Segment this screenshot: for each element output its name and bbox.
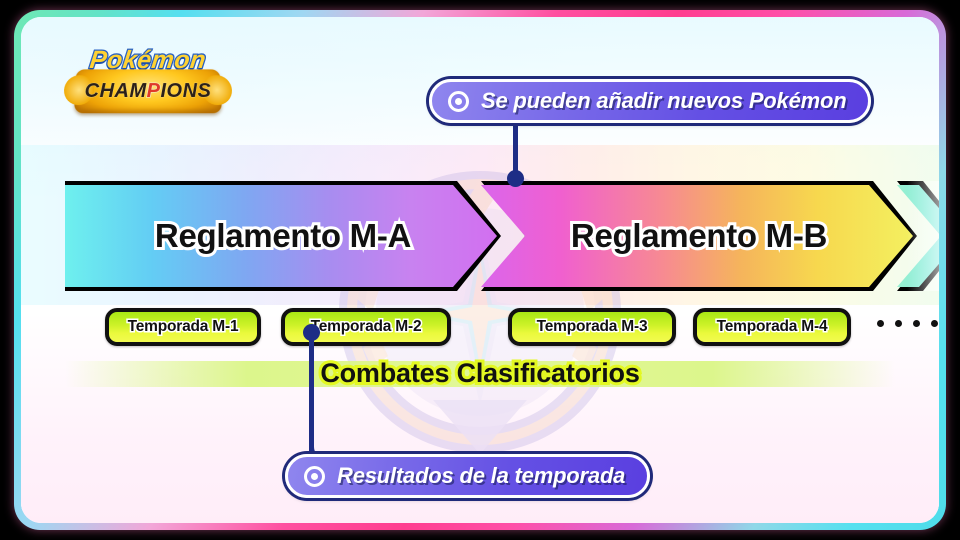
- continuation-dot: [931, 320, 938, 327]
- connector-line-bottom: [309, 329, 314, 461]
- season-label-m4: Temporada M-4: [715, 317, 829, 337]
- callout-season-results[interactable]: Resultados de la temporada: [285, 454, 651, 498]
- season-badge-m1[interactable]: Temporada M-1: [105, 308, 261, 346]
- connector-dot-top: [507, 170, 524, 187]
- continuation-dot: [895, 320, 902, 327]
- season-badge-m3[interactable]: Temporada M-3: [508, 308, 676, 346]
- target-icon: [304, 465, 325, 487]
- continuation-dot: [877, 320, 884, 327]
- ranked-battles-strip: [65, 361, 895, 387]
- logo-champions-text: CHAMPIONS: [84, 79, 212, 103]
- season-label-m2: Temporada M-2: [309, 317, 423, 337]
- neon-frame: Pokémon CHAMPIONS Reglamento M-A: [14, 10, 946, 530]
- logo-champions-part-2: P: [146, 79, 162, 103]
- target-icon: [448, 90, 469, 112]
- card-surface: Pokémon CHAMPIONS Reglamento M-A: [21, 17, 939, 523]
- connector-line-top: [513, 123, 518, 179]
- rule-label-mb: Reglamento M-B: [568, 214, 830, 257]
- season-label-m3: Temporada M-3: [535, 317, 649, 337]
- connector-dot-bottom: [303, 324, 320, 341]
- rules-timeline: Reglamento M-A Reglamento M-B: [21, 181, 939, 291]
- callout-new-pokemon[interactable]: Se pueden añadir nuevos Pokémon: [429, 79, 872, 123]
- rule-chevron-mb-fill: [481, 185, 913, 287]
- season-label-m1: Temporada M-1: [126, 317, 240, 337]
- ranked-battles-label: Combates Clasificatorios: [317, 355, 642, 391]
- rule-chevron-ma[interactable]: Reglamento M-A: [65, 181, 501, 291]
- rule-label-ma: Reglamento M-A: [152, 214, 414, 257]
- logo-champions-part-3: IONS: [160, 79, 212, 102]
- rule-chevron-mb[interactable]: Reglamento M-B: [481, 181, 917, 291]
- season-badge-row: Temporada M-1 Temporada M-2 Temporada M-…: [21, 308, 939, 346]
- logo-champions-part-1: CHAM: [84, 79, 147, 102]
- rule-chevron-ma-fill: [65, 185, 497, 287]
- rule-chevron-mb-inner: [481, 185, 913, 287]
- continuation-dot: [913, 320, 920, 327]
- rule-chevron-next: [897, 181, 939, 291]
- continuation-dots: [877, 320, 938, 327]
- rule-chevron-ma-inner: [65, 185, 497, 287]
- rule-chevron-fade: [907, 181, 939, 291]
- callout-new-pokemon-label: Se pueden añadir nuevos Pokémon: [481, 88, 847, 113]
- season-badge-m4[interactable]: Temporada M-4: [693, 308, 851, 346]
- logo-champions-plate: CHAMPIONS: [73, 69, 223, 114]
- callout-season-results-label: Resultados de la temporada: [337, 463, 626, 488]
- pokemon-champions-logo: Pokémon CHAMPIONS: [73, 45, 223, 125]
